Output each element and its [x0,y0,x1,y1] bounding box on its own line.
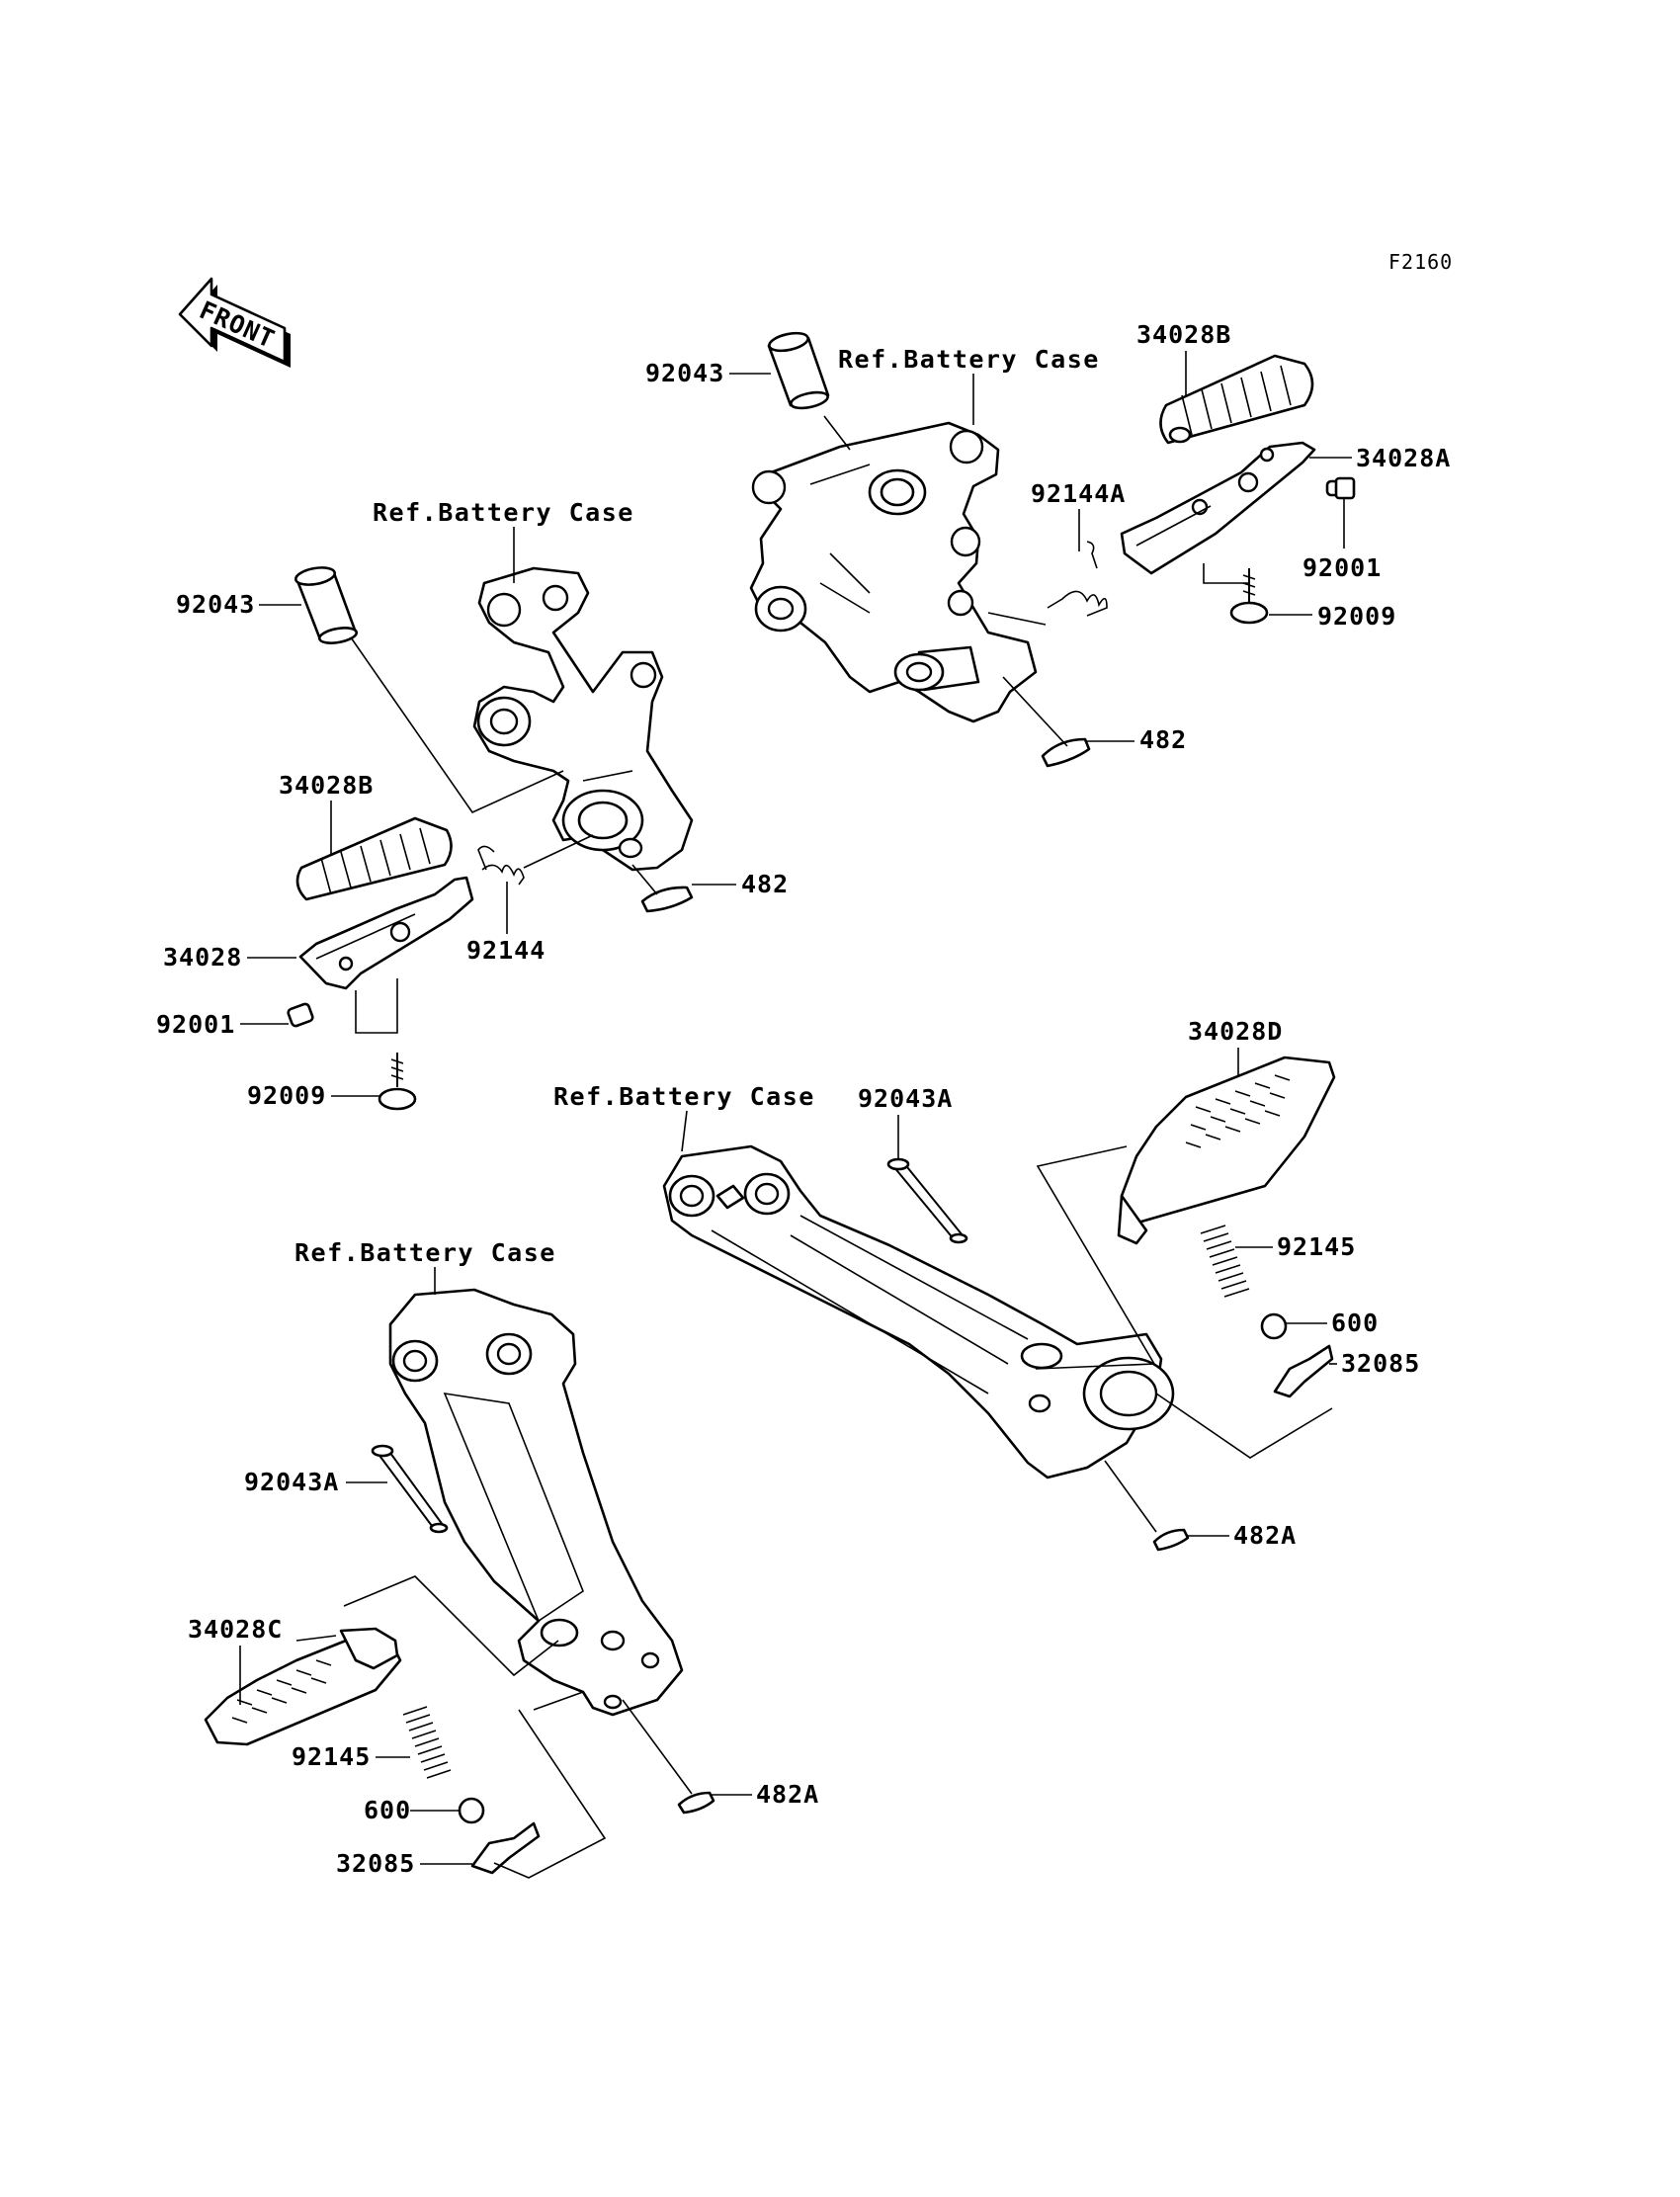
clip-482A-lower [677,1791,715,1815]
spring-92145-upper [1200,1225,1250,1298]
lower-right-assembly [662,1056,1336,1552]
ref-label-upper-right: Ref.Battery Case [838,345,1100,374]
upper-left-assembly [287,566,694,1111]
footpeg-holder-34028A [1120,441,1316,575]
bolt-92001-upper [1325,476,1356,500]
bracket-lower-left [388,1288,684,1717]
ball-600-upper [1260,1312,1288,1340]
arm-lower-right [662,1144,1175,1479]
ball-600-lower [458,1797,485,1824]
front-arrow-icon: FRONT [178,277,291,368]
label-34028A: 34028A [1356,444,1451,472]
spring-92144 [477,845,525,886]
label-32085-lr: 32085 [1341,1349,1420,1378]
detent-32085-upper [1273,1344,1334,1398]
label-600-lr: 600 [1331,1309,1379,1337]
label-34028: 34028 [163,943,242,972]
label-34028B-ul: 34028B [279,771,374,800]
label-34028C: 34028C [188,1615,283,1644]
front-label: FRONT [196,296,280,354]
label-92043-ul: 92043 [176,590,255,619]
label-482-ul: 482 [741,870,789,898]
bolt-92001-lower [287,1002,314,1028]
label-34028B-ur: 34028B [1136,320,1231,349]
pin-92043A-lower [371,1444,449,1534]
label-92001-ur: 92001 [1302,553,1382,582]
footpeg-holder-34028 [298,876,474,990]
spring-92144A [1047,541,1108,617]
footpeg-34028D [1117,1056,1336,1245]
label-92043A-lr: 92043A [858,1084,953,1113]
pin-upper-left [294,566,359,644]
footpeg-rubber-34028B-lower [295,816,453,901]
clip-482A-upper [1152,1528,1190,1552]
ref-label-lower-right: Ref.Battery Case [553,1082,815,1111]
label-92144A: 92144A [1031,479,1126,508]
label-482A-ll: 482A [756,1780,819,1809]
label-482-ur: 482 [1139,725,1187,754]
label-92145-lr: 92145 [1277,1232,1356,1261]
label-92001-ul: 92001 [156,1010,235,1039]
footpeg-rubber-34028B-upper [1159,354,1314,445]
label-92145-ll: 92145 [292,1742,371,1771]
bracket-upper-right [749,421,1038,723]
label-92043-ur: 92043 [645,359,724,387]
pin-92043A-upper [886,1157,968,1244]
label-92009-ur: 92009 [1317,602,1396,631]
label-92043A-ll: 92043A [244,1468,339,1496]
upper-right-assembly [749,331,1356,768]
diagram-code: F2160 [1388,250,1453,274]
label-34028D: 34028D [1188,1017,1283,1046]
clip-482-lower [640,886,694,913]
detent-32085-lower [470,1821,541,1875]
label-92144: 92144 [466,936,546,965]
ref-label-lower-left: Ref.Battery Case [294,1238,556,1267]
label-600-ll: 600 [364,1796,411,1824]
bracket-upper-left [472,566,694,872]
spring-92145-lower [402,1706,452,1779]
ref-label-upper-left: Ref.Battery Case [373,498,634,527]
bolt-92009-upper [1229,568,1269,625]
clip-482-upper [1041,737,1091,768]
label-92009-ul: 92009 [247,1081,326,1110]
label-32085-ll: 32085 [336,1849,415,1878]
bolt-92009-lower [378,1053,417,1111]
label-482A-lr: 482A [1233,1521,1297,1550]
footpeg-34028C [204,1627,402,1746]
pin-upper-right [767,331,830,410]
lower-left-assembly [204,1288,715,1879]
